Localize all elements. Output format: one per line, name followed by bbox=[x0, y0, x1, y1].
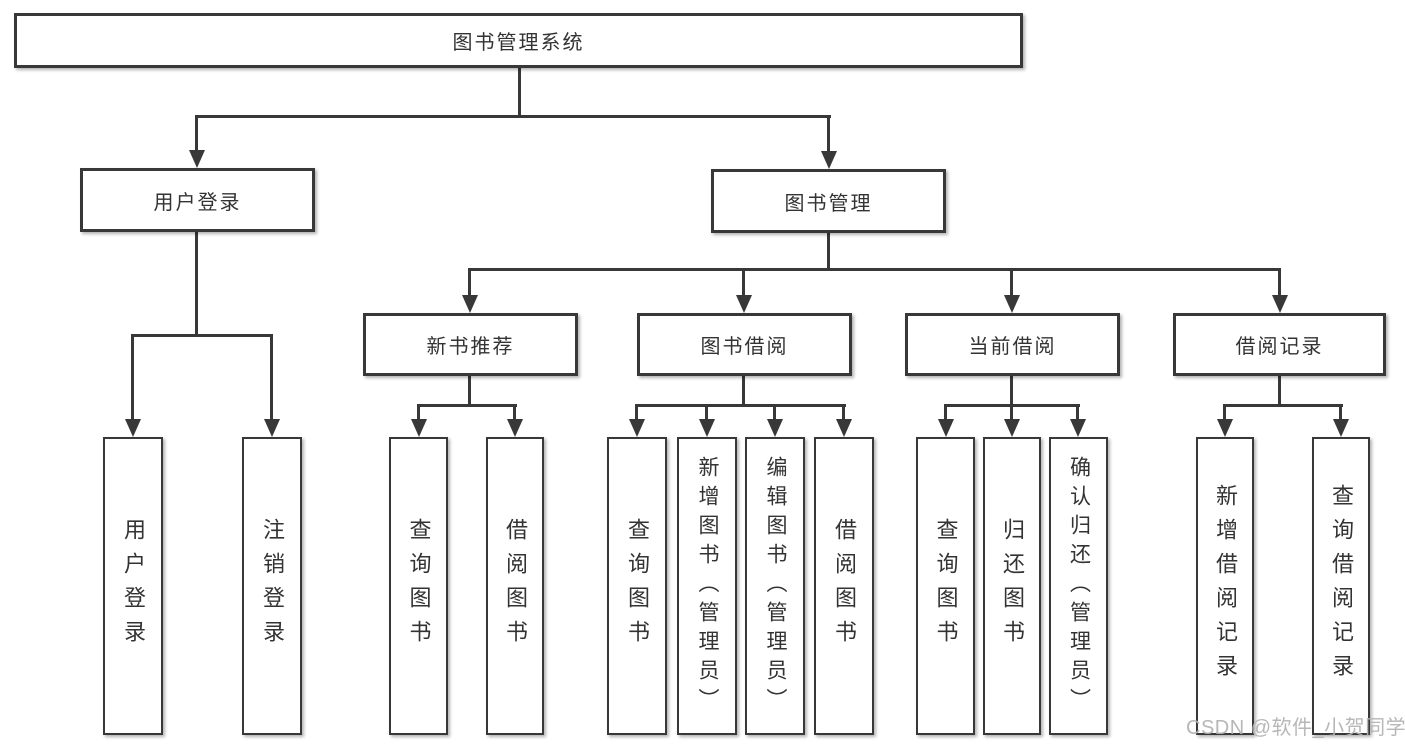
arrowhead-down-icon bbox=[821, 151, 837, 169]
arrowhead-down-icon bbox=[189, 150, 205, 168]
arrowhead-down-icon bbox=[1333, 419, 1349, 437]
connector-recommend-rail bbox=[417, 404, 517, 407]
connector-arrow-shaft bbox=[1010, 404, 1013, 422]
leaf-add-books-admin: 新增图书（管理员） bbox=[677, 437, 737, 735]
connector-root-rail bbox=[195, 115, 831, 118]
connector-arrow-shaft bbox=[513, 404, 516, 422]
connector-records-stem bbox=[1278, 376, 1281, 407]
connector-userlogin-stem bbox=[195, 232, 198, 337]
arrowhead-down-icon bbox=[629, 419, 645, 437]
leaf-query-borrow-record: 查询借阅记录 bbox=[1312, 437, 1370, 735]
connector-arrow-shaft bbox=[842, 404, 845, 422]
leaf-recommend-borrow-books: 借阅图书 bbox=[486, 437, 544, 735]
leaf-user-login: 用户登录 bbox=[103, 437, 163, 735]
connector-arrow-shaft bbox=[1010, 268, 1013, 298]
arrowhead-down-icon bbox=[767, 419, 783, 437]
arrowhead-down-icon bbox=[1217, 419, 1233, 437]
arrowhead-down-icon bbox=[507, 419, 523, 437]
connector-arrow-shaft bbox=[468, 268, 471, 298]
connector-borrow-stem bbox=[742, 376, 745, 407]
leaf-confirm-return-admin: 确认归还（管理员） bbox=[1049, 437, 1108, 735]
connector-arrow-shaft bbox=[827, 115, 830, 154]
arrowhead-down-icon bbox=[836, 419, 852, 437]
connector-arrow-shaft bbox=[195, 115, 198, 153]
connector-arrow-shaft bbox=[635, 404, 638, 422]
node-book-management: 图书管理 bbox=[711, 169, 946, 233]
connector-bookmgmt-stem bbox=[827, 233, 830, 271]
arrowhead-down-icon bbox=[699, 419, 715, 437]
connector-arrow-shaft bbox=[1278, 268, 1281, 298]
connector-borrow-rail bbox=[635, 404, 846, 407]
node-user-login: 用户登录 bbox=[80, 168, 315, 232]
node-current-borrow: 当前借阅 bbox=[905, 313, 1120, 376]
connector-bookmgmt-rail bbox=[468, 268, 1281, 271]
connector-records-rail bbox=[1223, 404, 1343, 407]
leaf-borrow-query-books: 查询图书 bbox=[607, 437, 667, 735]
connector-arrow-shaft bbox=[1076, 404, 1079, 422]
csdn-watermark: CSDN @软件_小贺同学 bbox=[1186, 717, 1405, 739]
connector-arrow-shaft bbox=[1223, 404, 1226, 422]
arrowhead-down-icon bbox=[264, 419, 280, 437]
node-root: 图书管理系统 bbox=[14, 13, 1023, 68]
leaf-edit-books-admin: 编辑图书（管理员） bbox=[745, 437, 805, 735]
arrowhead-down-icon bbox=[1272, 295, 1288, 313]
leaf-logout: 注销登录 bbox=[242, 437, 302, 735]
connector-current-stem bbox=[1010, 376, 1013, 407]
node-borrow-records: 借阅记录 bbox=[1173, 313, 1386, 376]
connector-userlogin-rail bbox=[131, 334, 273, 337]
arrowhead-down-icon bbox=[462, 295, 478, 313]
leaf-recommend-query-books: 查询图书 bbox=[389, 437, 448, 735]
node-new-book-recommend: 新书推荐 bbox=[363, 313, 578, 376]
arrowhead-down-icon bbox=[1004, 295, 1020, 313]
leaf-current-query-books: 查询图书 bbox=[916, 437, 975, 735]
arrowhead-down-icon bbox=[736, 295, 752, 313]
arrowhead-down-icon bbox=[125, 419, 141, 437]
connector-arrow-shaft bbox=[270, 334, 273, 422]
node-book-borrow: 图书借阅 bbox=[637, 313, 852, 376]
arrowhead-down-icon bbox=[938, 419, 954, 437]
connector-arrow-shaft bbox=[773, 404, 776, 422]
leaf-return-books: 归还图书 bbox=[983, 437, 1041, 735]
connector-arrow-shaft bbox=[417, 404, 420, 422]
connector-recommend-stem bbox=[468, 376, 471, 407]
arrowhead-down-icon bbox=[1070, 419, 1086, 437]
arrowhead-down-icon bbox=[1004, 419, 1020, 437]
connector-arrow-shaft bbox=[131, 334, 134, 422]
connector-arrow-shaft bbox=[742, 268, 745, 298]
leaf-borrow-books: 借阅图书 bbox=[814, 437, 874, 735]
leaf-add-borrow-record: 新增借阅记录 bbox=[1196, 437, 1254, 735]
connector-root-stem bbox=[518, 68, 521, 118]
connector-arrow-shaft bbox=[944, 404, 947, 422]
arrowhead-down-icon bbox=[411, 419, 427, 437]
connector-arrow-shaft bbox=[1339, 404, 1342, 422]
connector-arrow-shaft bbox=[705, 404, 708, 422]
